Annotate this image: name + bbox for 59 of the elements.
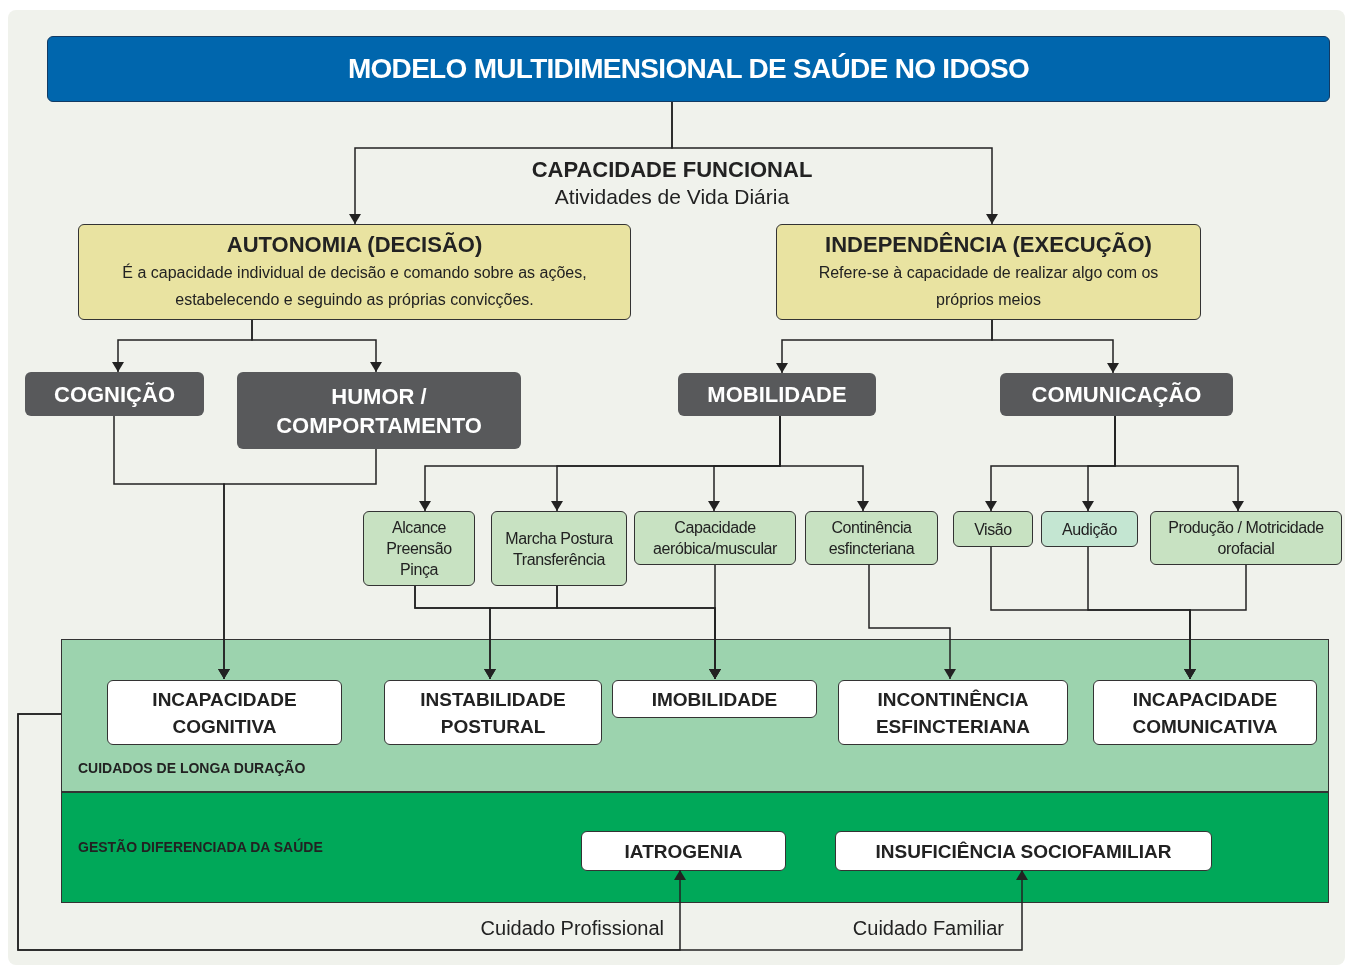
outcome-box — [612, 680, 817, 718]
node-text: INSTABILIDADE POSTURAL — [419, 687, 567, 739]
definition-box — [776, 224, 1201, 320]
node-text: Produção / Motricidade orofacial — [1167, 518, 1325, 559]
category-box — [1000, 373, 1233, 416]
care-band — [61, 792, 1329, 903]
node-text: Continência esfincteriana — [827, 518, 916, 559]
section-subheading: Atividades de Vida Diária — [554, 184, 790, 210]
node-text: Capacidade aeróbica/muscular — [652, 518, 778, 559]
care-band — [61, 639, 1329, 792]
title-banner — [47, 36, 1330, 102]
node-text: IMOBILIDADE — [650, 687, 779, 712]
node-text: INCONTINÊNCIA ESFINCTERIANA — [874, 687, 1032, 739]
definition-box — [78, 224, 631, 320]
node-text: INSUFICIÊNCIA SOCIOFAMILIAR — [874, 839, 1173, 864]
node-text: INCAPACIDADE COGNITIVA — [151, 687, 298, 739]
node-text: Audição — [1061, 519, 1118, 540]
node-text: INCAPACIDADE COMUNICATIVA — [1131, 687, 1279, 739]
node-text: HUMOR / COMPORTAMENTO — [275, 382, 483, 440]
box-description: É a capacidade individual de decisão e comando sobre as ações, estabelecendo e seguindo as próprias convicções. — [121, 262, 588, 310]
band-label: GESTÃO DIFERENCIADA DA SAÚDE — [78, 837, 323, 857]
component-box — [634, 511, 796, 565]
connector-arrow — [991, 319, 1119, 374]
node-text: COGNIÇÃO — [53, 380, 176, 409]
connector-arrow — [709, 564, 721, 680]
node-text: MOBILIDADE — [706, 381, 848, 409]
category-box — [25, 372, 204, 416]
outcome-box — [384, 680, 602, 745]
component-box — [953, 511, 1033, 547]
outcome-box — [581, 831, 786, 871]
connector-arrow — [868, 564, 956, 680]
connector-arrow — [779, 415, 869, 512]
component-box — [1150, 511, 1342, 565]
component-box — [491, 511, 627, 586]
connector-arrow — [1184, 564, 1247, 680]
title-text: MODELO MULTIDIMENSIONAL DE SAÚDE NO IDOSO — [347, 52, 1030, 86]
connector-arrow — [671, 101, 998, 225]
component-box — [363, 511, 475, 586]
connector-arrow — [218, 448, 377, 680]
box-heading: INDEPENDÊNCIA (EXECUÇÃO) — [825, 231, 1152, 259]
category-box — [237, 372, 521, 449]
connector-arrow — [17, 713, 1028, 951]
outcome-box — [838, 680, 1068, 745]
category-box — [678, 373, 876, 416]
node-text: COMUNICAÇÃO — [1030, 381, 1203, 409]
node-text: Alcance Preensão Pinça — [385, 518, 453, 580]
band-label: CUIDADOS DE LONGA DURAÇÃO — [78, 759, 306, 778]
box-heading: AUTONOMIA (DECISÃO) — [226, 231, 483, 259]
outcome-box — [107, 680, 342, 745]
component-box — [805, 511, 938, 565]
box-description: Refere-se à capacidade de realizar algo com os próprios meios — [817, 262, 1160, 310]
node-text: IATROGENIA — [623, 839, 744, 864]
node-text: Marcha Postura Transferência — [504, 528, 614, 570]
node-text: Visão — [973, 519, 1013, 540]
connector-arrow — [251, 319, 382, 373]
outcome-box — [1093, 680, 1317, 745]
outcome-box — [835, 831, 1212, 871]
connector-arrow — [1114, 415, 1244, 512]
component-box — [1041, 511, 1138, 547]
